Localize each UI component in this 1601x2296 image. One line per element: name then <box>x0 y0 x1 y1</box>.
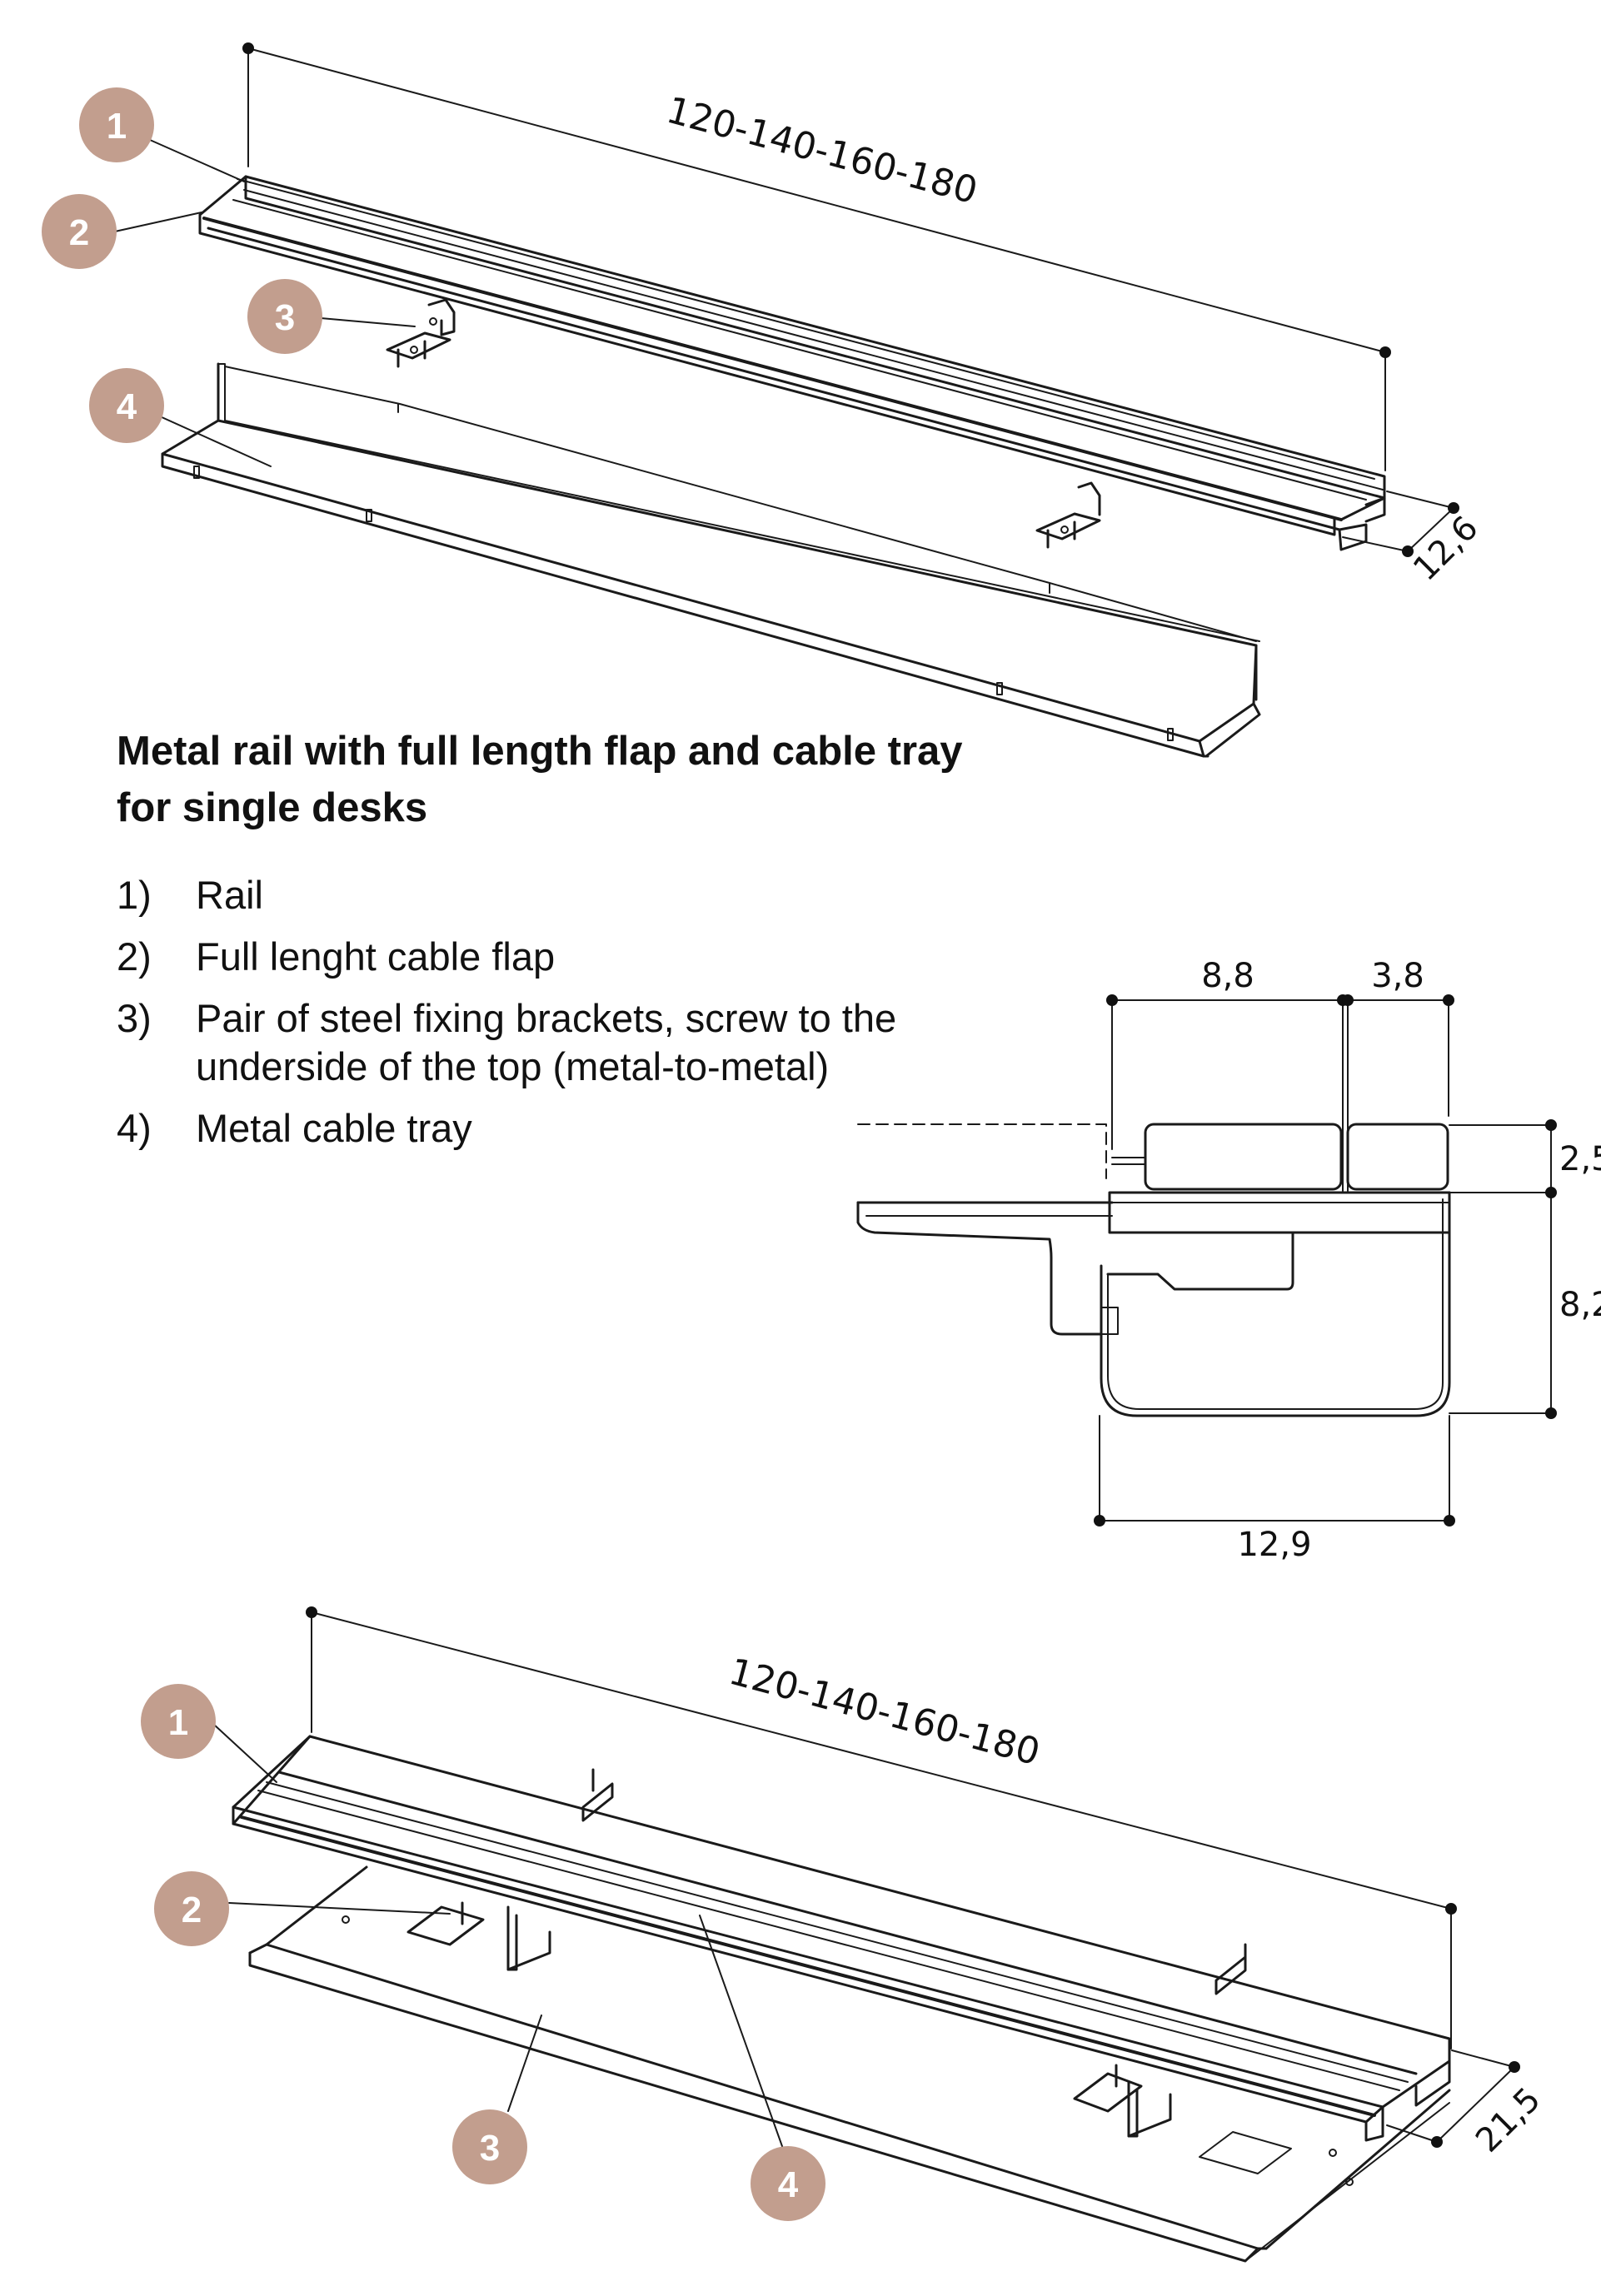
section-dim-bottom: 12,9 <box>1237 1526 1311 1564</box>
parts-list-item: 1) Rail <box>117 871 1079 919</box>
sheet-title: Metal rail with full length flap and cab… <box>117 723 1033 836</box>
top-length-dimension: 120-140-160-180 <box>662 89 982 213</box>
part-label-line: Full lenght cable flap <box>196 934 556 979</box>
part-label-line: Rail <box>196 873 263 917</box>
part-label-line: Metal cable tray <box>196 1106 472 1150</box>
cross-section-drawing <box>856 994 1557 1527</box>
bottom-depth-dimension: 21,5 <box>1469 2080 1549 2160</box>
top-depth-dimension: 12,6 <box>1406 509 1486 589</box>
section-dim-top-right: 3,8 <box>1371 957 1424 995</box>
svg-text:3: 3 <box>275 297 295 338</box>
parts-list-item: 2) Full lenght cable flap <box>117 933 1079 981</box>
bottom-callout-4: 4 <box>751 2146 825 2221</box>
part-label: Full lenght cable flap <box>196 933 1079 981</box>
top-callout-2: 2 <box>42 194 117 269</box>
svg-text:4: 4 <box>117 386 137 427</box>
section-dim-top-left: 8,8 <box>1201 957 1254 995</box>
part-number: 4) <box>117 1106 152 1150</box>
section-dim-right-lower: 8,2 <box>1559 1286 1601 1324</box>
svg-text:2: 2 <box>182 1890 202 1930</box>
bottom-callout-2: 2 <box>154 1871 229 1946</box>
svg-text:4: 4 <box>778 2164 799 2205</box>
part-label: Pair of steel fixing brackets, screw to … <box>196 994 1079 1091</box>
parts-list-item: 4) Metal cable tray <box>117 1104 1079 1153</box>
top-callout-1: 1 <box>79 87 154 162</box>
parts-list-item: 3) Pair of steel fixing brackets, screw … <box>117 994 1079 1091</box>
top-callout-3: 3 <box>247 279 322 354</box>
parts-list: 1) Rail 2) Full lenght cable flap 3) Pai… <box>117 871 1079 1166</box>
part-number: 3) <box>117 996 152 1040</box>
svg-text:3: 3 <box>480 2128 500 2169</box>
top-callout-4: 4 <box>89 368 164 443</box>
svg-text:2: 2 <box>69 212 89 253</box>
part-label-line: underside of the top (metal-to-metal) <box>196 1044 830 1088</box>
part-label-line: Pair of steel fixing brackets, screw to … <box>196 996 897 1040</box>
part-label: Rail <box>196 871 1079 919</box>
title-line-1: Metal rail with full length flap and cab… <box>117 729 963 774</box>
svg-text:1: 1 <box>168 1702 188 1743</box>
bottom-callout-1: 1 <box>141 1684 216 1759</box>
bottom-assembly-drawing <box>212 1606 1520 2263</box>
svg-text:1: 1 <box>107 106 127 147</box>
part-label: Metal cable tray <box>196 1104 1079 1153</box>
part-number: 2) <box>117 934 152 979</box>
section-dim-right-upper: 2,5 <box>1559 1140 1601 1178</box>
bottom-callout-3: 3 <box>452 2109 527 2184</box>
top-assembly-drawing <box>114 42 1459 758</box>
part-number: 1) <box>117 873 152 917</box>
bottom-length-dimension: 120-140-160-180 <box>725 1651 1045 1775</box>
title-line-2: for single desks <box>117 785 428 830</box>
